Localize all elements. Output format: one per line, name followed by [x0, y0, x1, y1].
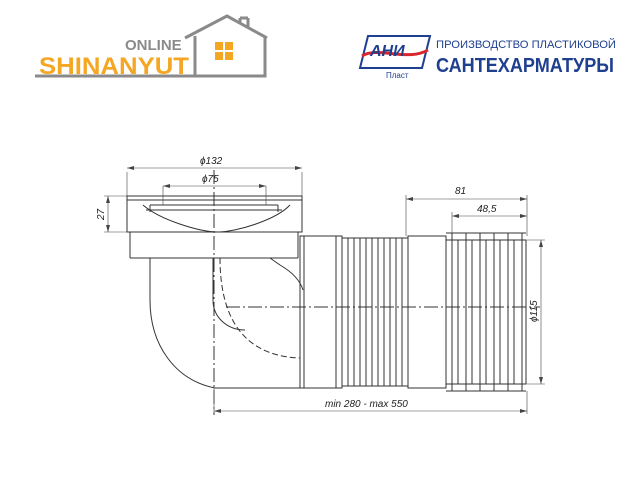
ani-emblem-icon: АНИ Пласт [358, 35, 432, 80]
ani-mark-sub-text: Пласт [386, 71, 409, 80]
dim-diameter-132: ϕ132 [200, 156, 223, 167]
ani-mark-text: АНИ [369, 43, 405, 60]
elbow-body [149, 257, 305, 389]
sleeve-connector [299, 235, 343, 389]
logo-shinanyut-text: SHINANYUT [39, 53, 189, 80]
dim-height-27: 27 [96, 208, 107, 221]
dim-diameter-75: ϕ75 [202, 174, 219, 185]
outlet-sleeve [407, 235, 447, 389]
logo-line2-text: САНТЕХАРМАТУРЫ [436, 55, 614, 77]
ribbed-outlet [446, 232, 527, 392]
dimension-arrows [106, 166, 543, 413]
logo-line1-text: ПРОИЗВОДСТВО ПЛАСТИКОВОЙ [436, 38, 616, 51]
shinanyut-logo: ONLINE SHINANYUT [35, 14, 268, 80]
dim-length-range: min 280 - max 550 [325, 399, 408, 410]
ani-plast-logo: АНИ Пласт ПРОИЗВОДСТВО ПЛАСТИКОВОЙ САНТЕ… [358, 35, 616, 80]
logo-online-text: ONLINE [125, 37, 182, 54]
dim-length-81: 81 [455, 186, 466, 197]
window-icon [215, 42, 233, 60]
dim-length-48-5: 48,5 [477, 204, 497, 215]
house-icon [35, 14, 268, 78]
dim-diameter-115: ϕ115 [529, 300, 540, 322]
corrugated-section [342, 237, 408, 387]
